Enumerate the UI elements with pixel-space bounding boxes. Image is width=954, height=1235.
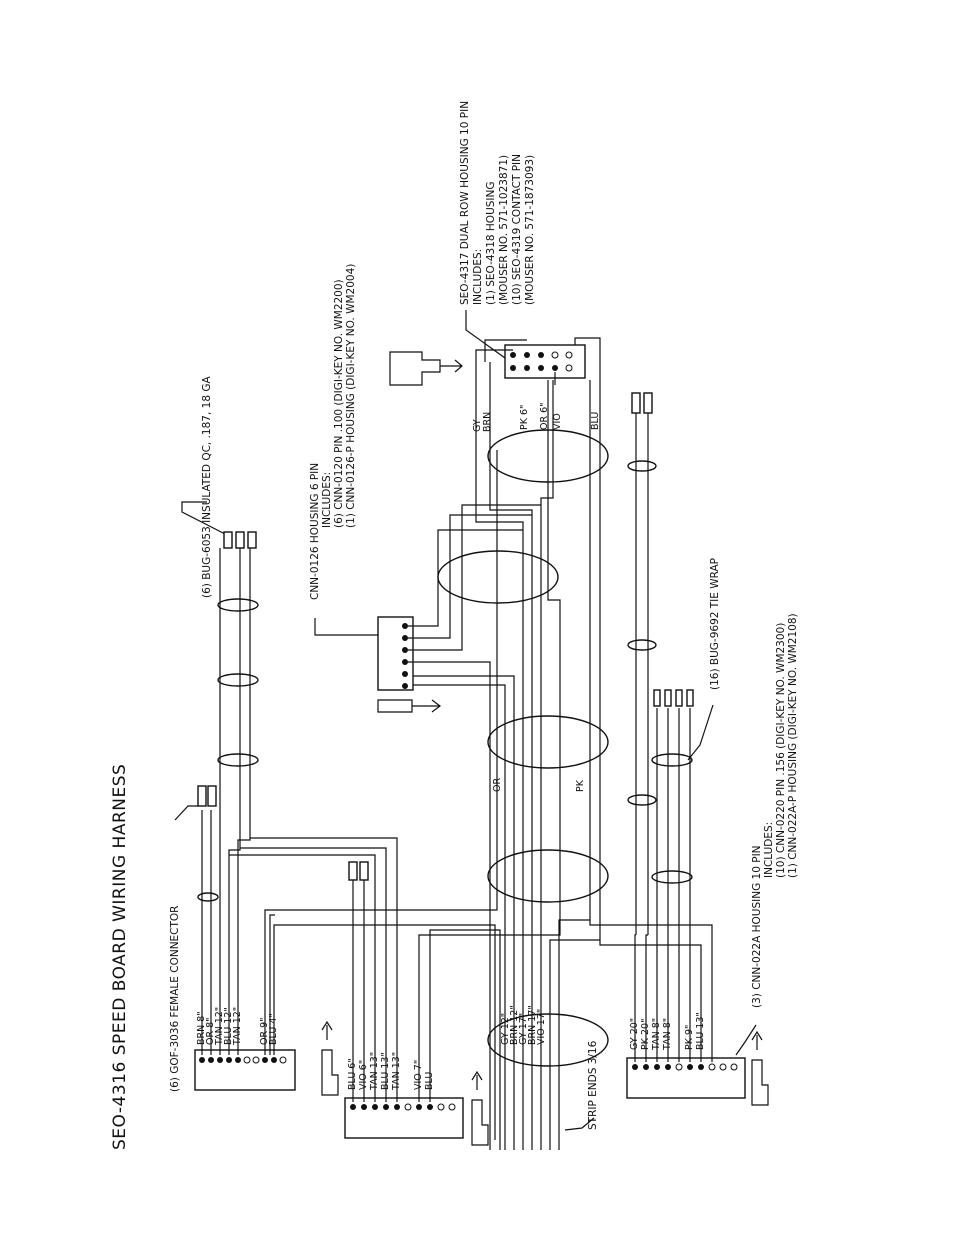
- cnn-0126-housing: [377, 616, 414, 691]
- insulated-qc-icon: [217, 531, 259, 767]
- svg-text:(1) SEO-4318 HOUSING: (1) SEO-4318 HOUSING: [485, 181, 497, 305]
- note-tie-wrap: (16) BUG-9692 TIE WRAP: [709, 558, 721, 690]
- connector-1-housing: [194, 1049, 296, 1091]
- connector-3-key-icon: [751, 1030, 769, 1106]
- cnn-0126-key-icon: [377, 699, 441, 713]
- connector-2-wire-labels: BLU 6" VIO 6" TAN 13" BLU 13" TAN 13" VI…: [347, 1052, 435, 1091]
- svg-text:(MOUSER NO. 571-1023871): (MOUSER NO. 571-1023871): [498, 155, 510, 305]
- svg-text:BRN: BRN: [482, 412, 493, 432]
- cnn-0126-wires: [408, 504, 541, 1140]
- note-cnn-022a: (3) CNN-022A HOUSING 10 PIN INCLUDES: (1…: [751, 613, 799, 1008]
- note-seo-4317: SEO-4317 DUAL ROW HOUSING 10 PIN INCLUDE…: [459, 101, 536, 305]
- seo-4317-wire-labels: GY BRN PK 6" OR 6" VIO BLU: [472, 402, 601, 432]
- connector-1-pins: [199, 1056, 287, 1064]
- right-qc-terminals: [627, 392, 657, 935]
- svg-text:(6) CNN-0120 PIN .100 (DIG: (6) CNN-0120 PIN .100 (DIGI-KEY NO. WM22…: [333, 279, 345, 528]
- note-cnn-0126: CNN-0126 HOUSING 6 PIN INCLUDES: (6) CNN…: [309, 264, 357, 600]
- note-insulated-qc: (6) BUG-6053 INSULATED QC, .187, 18 GA: [201, 376, 213, 598]
- svg-text:(10) SEO-4319 CONTACT PIN: (10) SEO-4319 CONTACT PIN: [511, 154, 523, 305]
- seo-4317-key-icon: [389, 351, 463, 386]
- svg-text:GY: GY: [472, 419, 483, 432]
- svg-text:INCLUDES:: INCLUDES:: [763, 822, 775, 878]
- bundle-wires: [408, 362, 601, 1140]
- svg-text:OR 6": OR 6": [539, 402, 550, 430]
- svg-text:VIO: VIO: [552, 413, 563, 430]
- female-connector-icon: [197, 785, 219, 902]
- svg-text:(10) CNN-0220 PIN .156 (D: (10) CNN-0220 PIN .156 (DIGI-KEY NO. WM2…: [775, 623, 787, 878]
- connector-3-wires: [589, 708, 713, 1062]
- mid-label-pk: PK: [575, 779, 586, 792]
- svg-text:(3) CNN-022A HOUSING 10 PIN: (3) CNN-022A HOUSING 10 PIN: [751, 845, 763, 1008]
- svg-text:SEO-4317 DUAL ROW HOUSING 10 P: SEO-4317 DUAL ROW HOUSING 10 PIN: [459, 101, 471, 305]
- svg-text:INCLUDES:: INCLUDES:: [321, 472, 333, 528]
- strip-ends: [489, 1140, 560, 1150]
- connector-2-housing: [344, 1097, 464, 1139]
- svg-text:INCLUDES:: INCLUDES:: [472, 249, 484, 305]
- connector-3-pins: [632, 1063, 738, 1071]
- connector-1-wires: [201, 450, 498, 1140]
- connector-3-terminal-icon: [651, 689, 694, 884]
- diagram-title: SEO-4316 SPEED BOARD WIRING HARNESS: [110, 764, 130, 1150]
- seo-4317-housing: [504, 344, 586, 379]
- mid-label-or: OR: [492, 778, 503, 792]
- connector-3-housing: [626, 1057, 746, 1099]
- svg-text:(1) CNN-0126-P HOUSING (DIGI: (1) CNN-0126-P HOUSING (DIGI-KEY NO. WM2…: [345, 264, 357, 528]
- svg-text:(1) CNN-022A-P HOUSING (DIG: (1) CNN-022A-P HOUSING (DIGI-KEY NO. WM2…: [787, 613, 799, 878]
- svg-text:CNN-0126 HOUSING 6 PIN: CNN-0126 HOUSING 6 PIN: [309, 463, 321, 600]
- note-female-connector: (6) GOF-3036 FEMALE CONNECTOR: [169, 906, 181, 1092]
- svg-text:BLU: BLU: [590, 412, 601, 430]
- leader-lines: [174, 310, 757, 1131]
- note-strip-ends: STRIP ENDS 3/16: [587, 1040, 599, 1130]
- svg-text:(MOUSER NO. 571-1873093): (MOUSER NO. 571-1873093): [524, 155, 536, 305]
- seo-4317-wires: [475, 337, 601, 385]
- connector-2-pins: [350, 1103, 456, 1111]
- connector-2-terminal-icon: [348, 861, 369, 881]
- connector-2-key-icon: [471, 1070, 489, 1146]
- connector-1-key-icon: [321, 1020, 339, 1096]
- svg-text:PK 6": PK 6": [519, 405, 530, 430]
